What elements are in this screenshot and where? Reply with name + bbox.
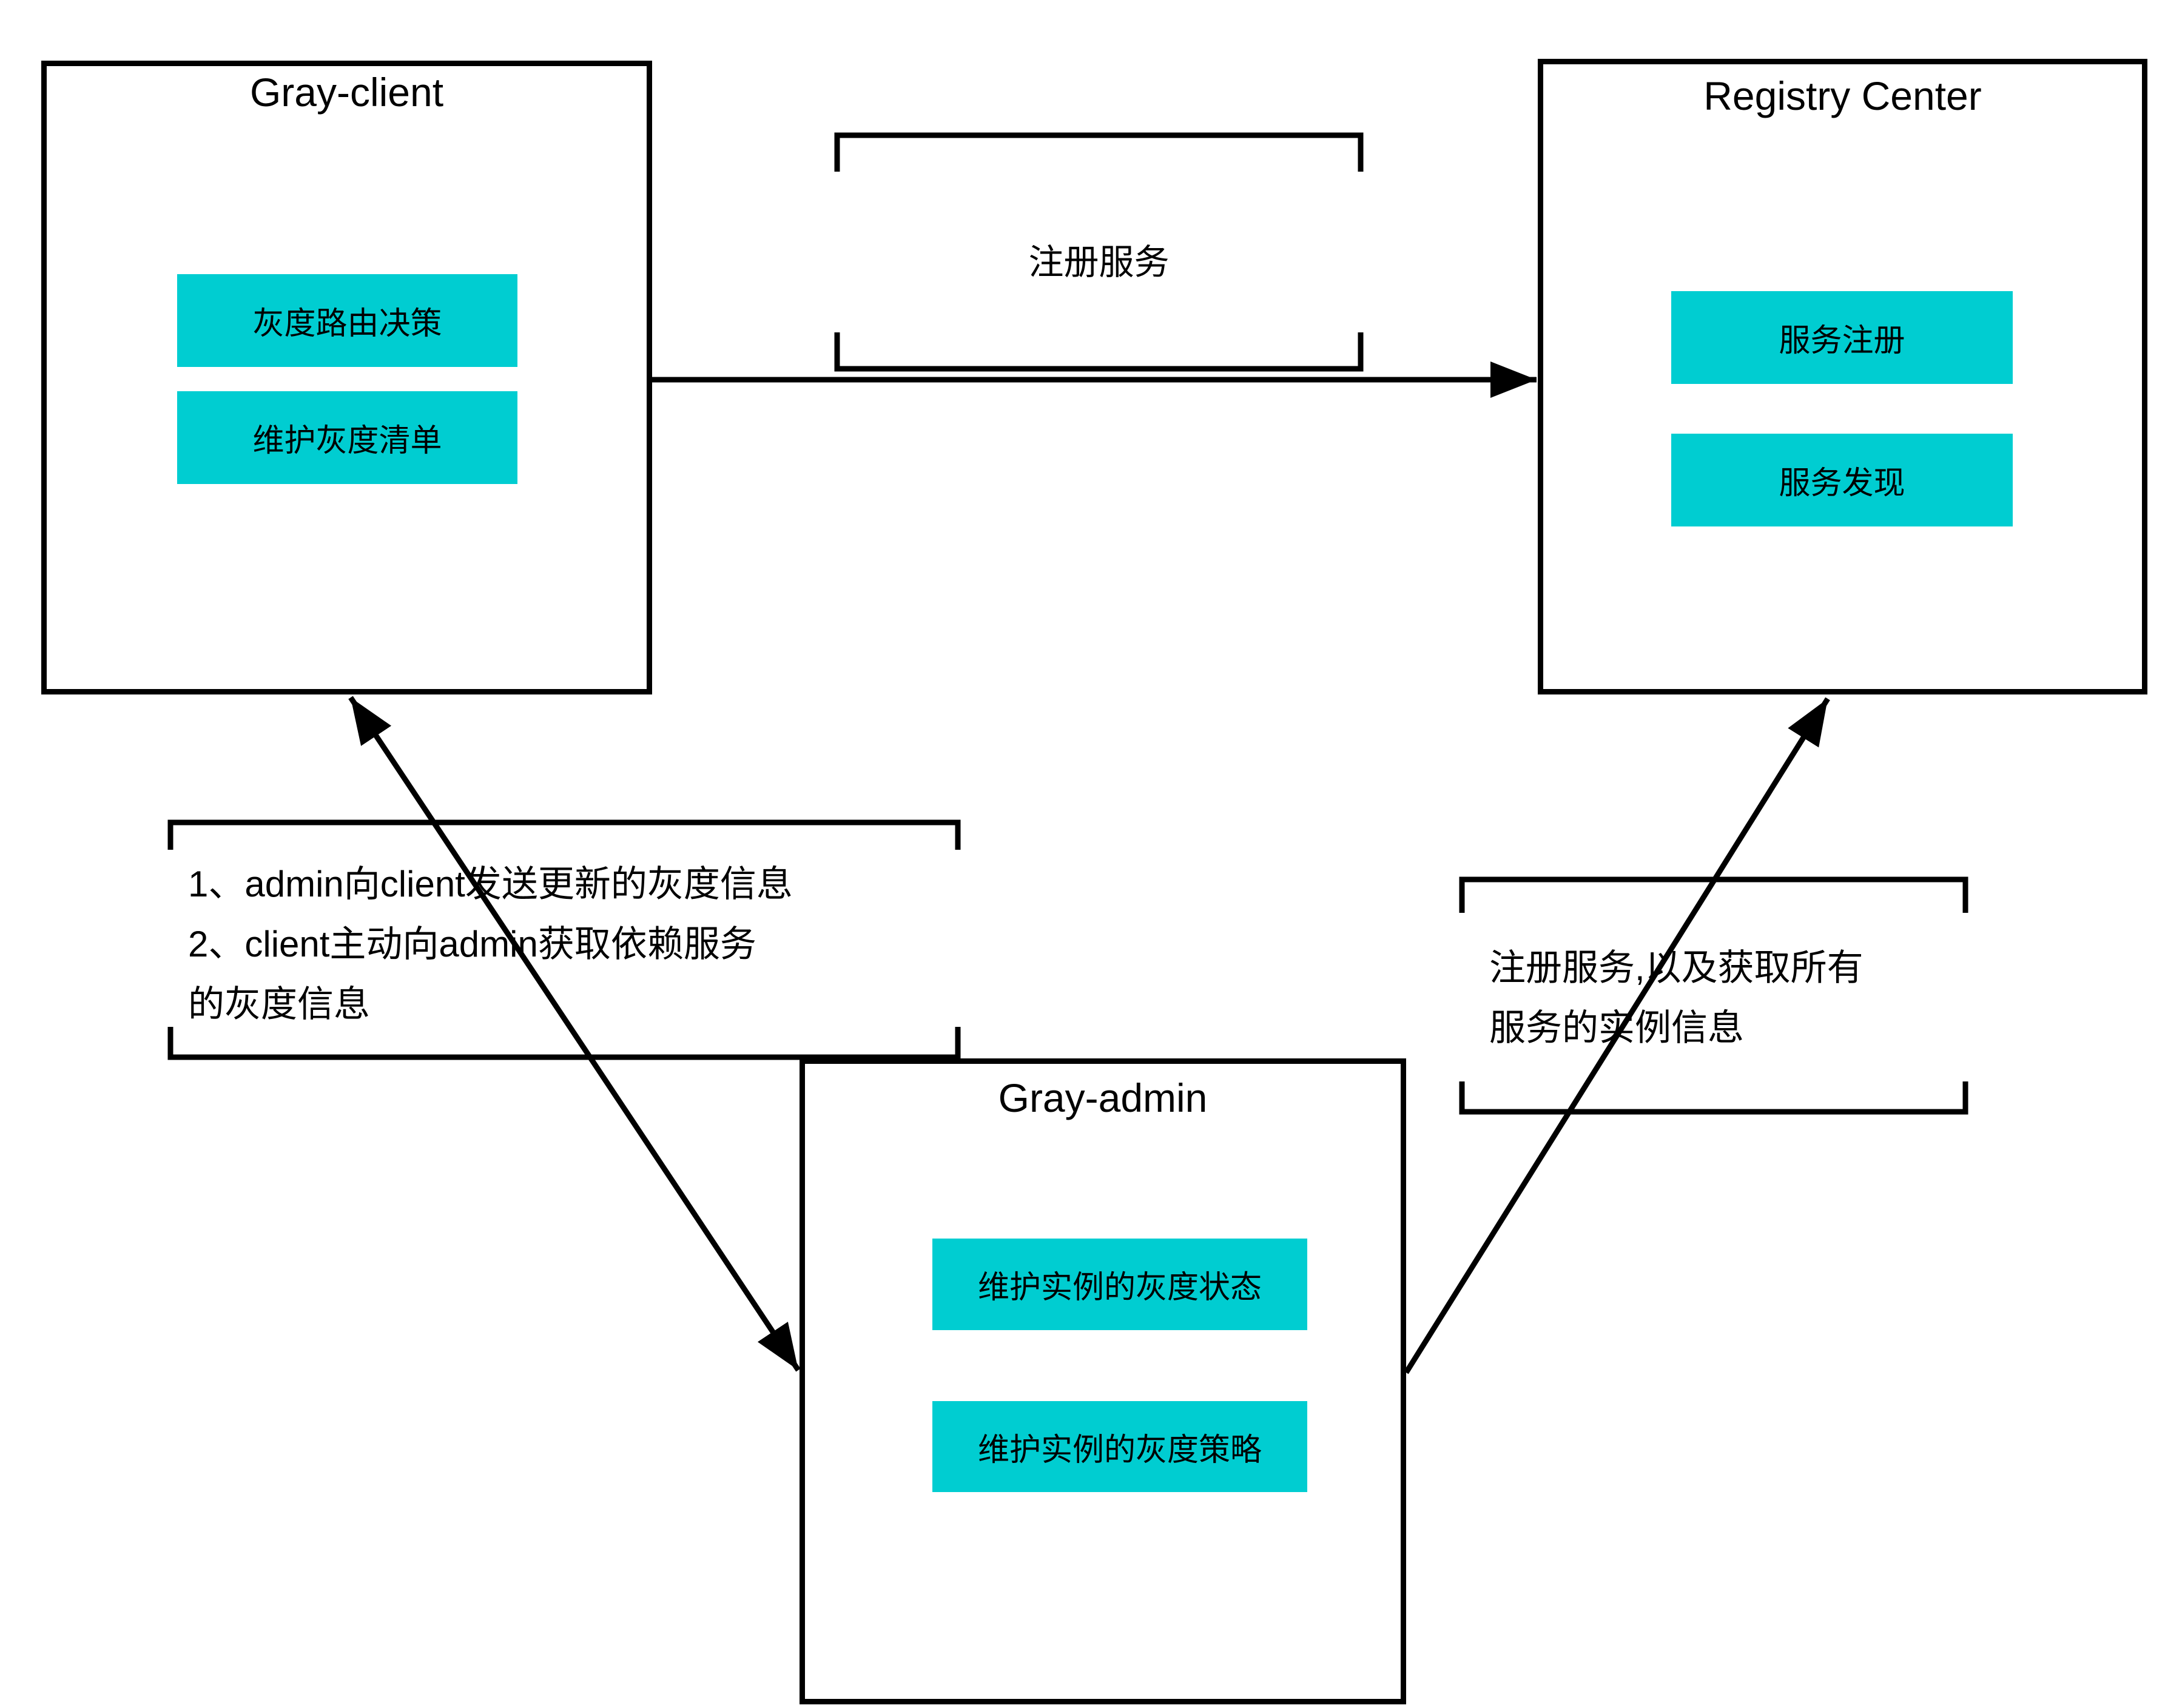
node-gray-admin-title: Gray-admin [998,1075,1208,1120]
edge-label-admin-registry: 注册服务,以及获取所有 服务的实例信息 [1489,938,1864,1058]
edge-label-register-service: 注册服务 [1028,243,1170,282]
bracket-admin-client-top [167,819,961,850]
bracket-admin-registry-top [1459,876,1968,913]
node-registry-center-title: Registry Center [1703,73,1982,118]
node-gray-admin [800,1058,1406,1704]
bracket-register-service-top [834,132,1364,172]
edge-label-admin-client-line3: 的灰度信息 [188,984,370,1024]
bracket-register-service-bottom [834,332,1364,372]
edge-label-admin-client-exchange: 1、admin向client发送更新的灰度信息 2、client主动向admin… [188,854,793,1034]
node-gray-admin-item-policy: 维护实例的灰度策略 [932,1401,1307,1492]
node-gray-client-item-list: 维护灰度清单 [177,391,517,484]
edge-label-admin-client-line1: 1、admin向client发送更新的灰度信息 [188,864,793,904]
node-registry-item-register: 服务注册 [1671,291,2013,384]
edge-label-admin-client-line2: 2、client主动向admin获取依赖服务 [188,924,756,964]
node-gray-client-item-routing: 灰度路由决策 [177,274,517,367]
node-registry-item-discovery: 服务发现 [1671,434,2013,526]
node-gray-client-title: Gray-client [249,70,444,115]
edge-label-admin-registry-line1: 注册服务,以及获取所有 [1489,947,1864,988]
bracket-admin-registry-bottom [1459,1081,1968,1115]
edge-label-admin-registry-line2: 服务的实例信息 [1489,1007,1744,1048]
node-gray-admin-item-status: 维护实例的灰度状态 [932,1239,1307,1330]
node-gray-client [41,61,652,694]
